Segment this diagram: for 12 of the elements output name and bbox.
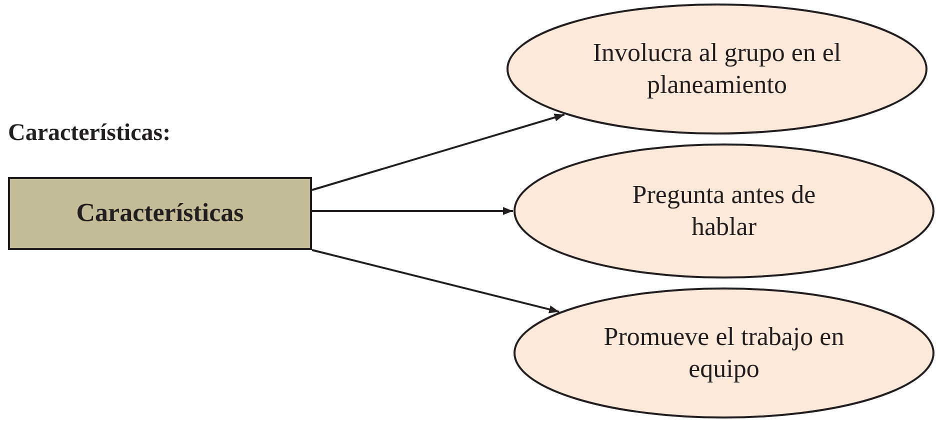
node-text: Involucra al grupo en el planeamiento [592, 36, 842, 101]
ellipse-node [513, 287, 935, 419]
arrow [312, 114, 565, 191]
node-text: Promueve el trabajo en equipo [602, 320, 846, 385]
arrow [312, 249, 560, 314]
ellipse-node [506, 3, 928, 135]
heading-label: Características: [8, 119, 171, 148]
arrow [312, 207, 513, 215]
node-text: Características [76, 197, 244, 230]
ellipse-node [513, 143, 935, 279]
process-box [8, 177, 312, 250]
node-text: Pregunta antes de hablar [631, 178, 817, 243]
